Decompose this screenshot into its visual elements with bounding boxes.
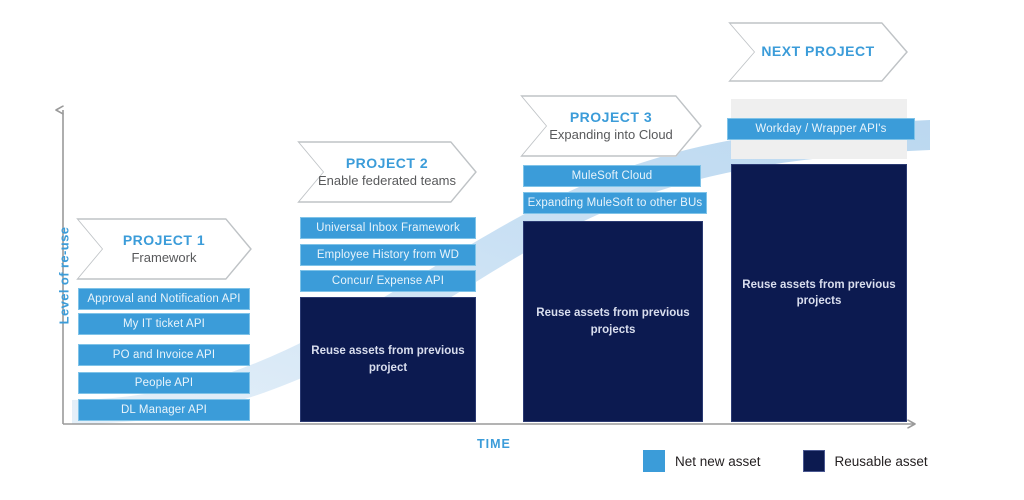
net-new-asset-bar[interactable]: Approval and Notification API bbox=[78, 288, 250, 310]
legend-label: Net new asset bbox=[675, 453, 761, 469]
net-new-asset-bar[interactable]: Employee History from WD bbox=[300, 244, 476, 266]
project-3-header-chevron[interactable]: PROJECT 3 Expanding into Cloud bbox=[520, 95, 702, 157]
legend-item-reusable-asset: Reusable asset bbox=[802, 450, 928, 472]
net-new-asset-bar[interactable]: PO and Invoice API bbox=[78, 344, 250, 366]
legend-item-net-new-asset: Net new asset bbox=[643, 450, 761, 472]
reusable-asset-swatch bbox=[802, 450, 825, 472]
column-project-3: PROJECT 3 Expanding into Cloud bbox=[520, 95, 702, 157]
net-new-asset-bar[interactable]: Expanding MuleSoft to other BUs bbox=[523, 192, 707, 214]
column-next-project: NEXT PROJECT bbox=[728, 22, 908, 82]
net-new-asset-bar[interactable]: My IT ticket API bbox=[78, 313, 250, 335]
column-project-2: PROJECT 2 Enable federated teams bbox=[297, 141, 477, 203]
net-new-asset-bar[interactable]: People API bbox=[78, 372, 250, 394]
net-new-asset-bar[interactable]: Workday / Wrapper API's bbox=[727, 118, 915, 140]
y-axis-label: Level of re-use bbox=[56, 226, 72, 325]
next-project-header-chevron[interactable]: NEXT PROJECT bbox=[728, 22, 908, 82]
chevron-outline-icon bbox=[297, 141, 477, 203]
net-new-asset-swatch bbox=[643, 450, 665, 472]
legend-label: Reusable asset bbox=[834, 453, 928, 469]
chevron-outline-icon bbox=[728, 22, 908, 82]
legend: Net new asset Reusable asset bbox=[643, 450, 928, 472]
project-1-subtitle: Framework bbox=[131, 250, 197, 266]
project-2-subtitle: Enable federated teams bbox=[317, 173, 457, 189]
net-new-asset-bar[interactable]: MuleSoft Cloud bbox=[523, 165, 701, 187]
project-2-header-chevron[interactable]: PROJECT 2 Enable federated teams bbox=[297, 141, 477, 203]
net-new-asset-bar[interactable]: Universal Inbox Framework bbox=[300, 217, 476, 239]
net-new-asset-bar[interactable]: Concur/ Expense API bbox=[300, 270, 476, 292]
reusable-asset-block[interactable]: Reuse assets from previous project bbox=[300, 297, 476, 422]
x-axis-label: TIME bbox=[477, 437, 511, 451]
project-3-subtitle: Expanding into Cloud bbox=[549, 127, 673, 143]
next-project-title: NEXT PROJECT bbox=[761, 43, 875, 60]
chevron-outline-icon bbox=[76, 218, 252, 280]
project-1-title: PROJECT 1 bbox=[122, 232, 206, 249]
column-project-1: PROJECT 1 Framework bbox=[76, 218, 252, 280]
net-new-asset-bar[interactable]: DL Manager API bbox=[78, 399, 250, 421]
project-2-title: PROJECT 2 bbox=[345, 155, 429, 172]
reusable-asset-block[interactable]: Reuse assets from previous projects bbox=[523, 221, 703, 422]
project-3-title: PROJECT 3 bbox=[569, 109, 653, 126]
reusable-asset-block[interactable]: Reuse assets from previous projects bbox=[731, 164, 907, 422]
project-1-header-chevron[interactable]: PROJECT 1 Framework bbox=[76, 218, 252, 280]
chevron-outline-icon bbox=[520, 95, 702, 157]
